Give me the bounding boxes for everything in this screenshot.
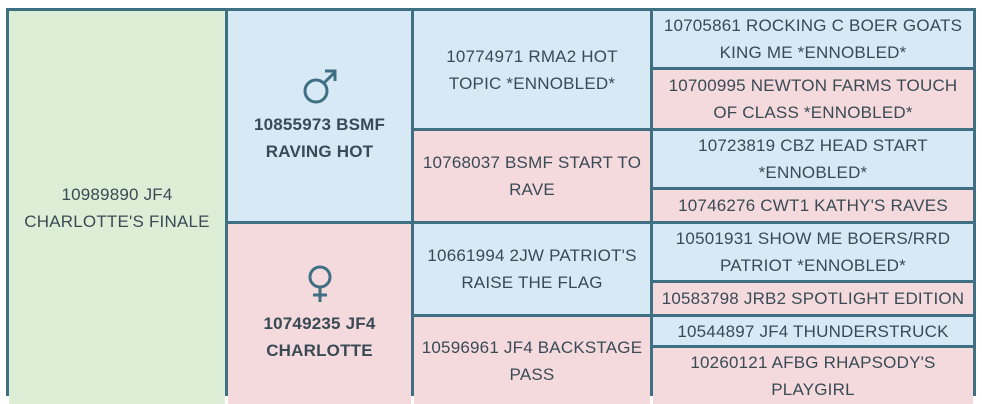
sire-dam-name: 10768037 BSMF START TO RAVE <box>422 153 642 199</box>
subject-cell: 10989890 JF4 CHARLOTTE'S FINALE <box>9 11 225 404</box>
ancestor-cell: 10746276 CWT1 KATHY'S RAVES <box>653 190 973 221</box>
ancestor-name: 10260121 AFBG RHAPSODY'S PLAYGIRL <box>690 353 936 399</box>
ancestor-cell: 10583798 JRB2 SPOTLIGHT EDITION <box>653 283 973 314</box>
pedigree-chart: 10989890 JF4 CHARLOTTE'S FINALE 10855973… <box>6 8 976 404</box>
ancestor-cell: 10501931 SHOW ME BOERS/RRD PATRIOT *ENNO… <box>653 224 973 280</box>
sire-sire-cell: 10774971 RMA2 HOT TOPIC *ENNOBLED* <box>414 11 650 128</box>
sire-sire-name: 10774971 RMA2 HOT TOPIC *ENNOBLED* <box>446 46 618 93</box>
ancestor-name: 10700995 NEWTON FARMS TOUCH OF CLASS *EN… <box>668 76 958 122</box>
ancestor-name: 10583798 JRB2 SPOTLIGHT EDITION <box>661 289 965 308</box>
ancestor-name: 10723819 CBZ HEAD START *ENNOBLED* <box>698 136 928 182</box>
ancestor-name: 10544897 JF4 THUNDERSTRUCK <box>677 321 949 341</box>
ancestor-name: 10501931 SHOW ME BOERS/RRD PATRIOT *ENNO… <box>675 229 951 275</box>
ancestor-cell: 10260121 AFBG RHAPSODY'S PLAYGIRL <box>653 348 973 404</box>
ancestor-cell: 10723819 CBZ HEAD START *ENNOBLED* <box>653 131 973 187</box>
dam-name: 10749235 JF4 CHARLOTTE <box>263 314 376 360</box>
ancestor-cell: 10544897 JF4 THUNDERSTRUCK <box>653 317 973 345</box>
ancestor-name: 10705861 ROCKING C BOER GOATS KING ME *E… <box>663 16 963 62</box>
male-symbol-icon <box>300 67 340 105</box>
dam-cell: 10749235 JF4 CHARLOTTE <box>228 224 411 404</box>
ancestor-cell: 10700995 NEWTON FARMS TOUCH OF CLASS *EN… <box>653 70 973 128</box>
subject-name: 10989890 JF4 CHARLOTTE'S FINALE <box>24 184 210 231</box>
dam-dam-cell: 10596961 JF4 BACKSTAGE PASS <box>414 317 650 404</box>
dam-dam-name: 10596961 JF4 BACKSTAGE PASS <box>421 337 643 384</box>
sire-cell: 10855973 BSMF RAVING HOT <box>228 11 411 221</box>
dam-sire-cell: 10661994 2JW PATRIOT'S RAISE THE FLAG <box>414 224 650 314</box>
sire-dam-cell: 10768037 BSMF START TO RAVE <box>414 131 650 221</box>
ancestor-name: 10746276 CWT1 KATHY'S RAVES <box>678 196 948 215</box>
female-symbol-icon <box>305 264 335 304</box>
ancestor-cell: 10705861 ROCKING C BOER GOATS KING ME *E… <box>653 11 973 67</box>
dam-sire-name: 10661994 2JW PATRIOT'S RAISE THE FLAG <box>427 246 637 292</box>
sire-name: 10855973 BSMF RAVING HOT <box>253 115 386 161</box>
